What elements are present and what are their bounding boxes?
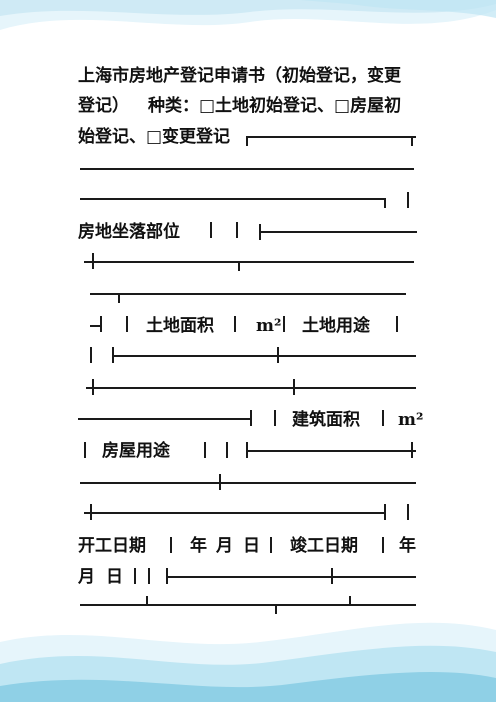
table-rule xyxy=(78,418,250,420)
table-rule xyxy=(86,387,416,389)
form-title-line-1: 上海市房地产登记申请书（初始登记，变更 xyxy=(78,66,401,86)
table-rule xyxy=(219,474,221,490)
table-rule xyxy=(226,442,228,458)
building-area-unit: m² xyxy=(398,410,424,430)
table-rule xyxy=(166,576,416,578)
table-rule xyxy=(238,261,240,271)
start-date-day: 日 xyxy=(243,536,260,556)
table-rule xyxy=(90,504,92,520)
table-rule xyxy=(331,568,333,584)
table-rule xyxy=(234,316,236,332)
table-rule xyxy=(246,136,248,146)
form-title-line-3: 始登记、□变更登记 xyxy=(78,127,231,147)
field-location-label: 房地坐落部位 xyxy=(78,222,180,242)
finish-date-year: 年 xyxy=(399,536,416,556)
table-rule xyxy=(84,261,414,263)
table-rule xyxy=(396,316,398,332)
table-rule xyxy=(80,168,414,170)
table-rule xyxy=(84,442,86,458)
table-rule xyxy=(236,222,238,238)
table-rule xyxy=(134,568,136,584)
table-rule xyxy=(80,604,416,606)
field-land-use-label: 土地用途 xyxy=(302,316,370,336)
table-rule xyxy=(384,198,386,208)
table-rule xyxy=(92,379,94,395)
table-rule xyxy=(382,537,384,553)
table-rule xyxy=(411,442,413,458)
table-rule xyxy=(112,355,416,357)
table-rule xyxy=(80,482,416,484)
table-rule xyxy=(250,410,252,426)
table-rule xyxy=(210,222,212,238)
table-rule xyxy=(411,136,413,146)
table-rule xyxy=(92,253,94,269)
form-title-line-2b: 种类：□土地初始登记、□房屋初 xyxy=(148,96,402,116)
start-date-year: 年 xyxy=(190,536,207,556)
table-rule xyxy=(349,596,351,604)
table-rule xyxy=(293,379,295,395)
field-start-date-label: 开工日期 xyxy=(78,536,146,556)
table-rule xyxy=(270,537,272,553)
field-finish-date-label: 竣工日期 xyxy=(290,536,358,556)
table-rule xyxy=(90,293,406,295)
table-rule xyxy=(146,596,148,604)
table-rule xyxy=(170,537,172,553)
footer-wave-decoration xyxy=(0,622,496,702)
table-rule xyxy=(84,512,386,514)
table-rule xyxy=(283,316,285,332)
table-rule xyxy=(126,316,128,332)
table-rule xyxy=(148,568,150,584)
table-rule xyxy=(407,504,409,520)
table-rule xyxy=(204,442,206,458)
field-house-use-label: 房屋用途 xyxy=(102,441,170,461)
field-building-area-label: 建筑面积 xyxy=(292,410,360,430)
table-rule xyxy=(246,136,416,138)
table-rule xyxy=(259,231,417,233)
start-date-month: 月 xyxy=(216,536,233,556)
header-wave-decoration xyxy=(0,0,496,30)
land-area-unit: m² xyxy=(256,316,282,336)
table-rule xyxy=(382,410,384,426)
form-title-line-2a: 登记） xyxy=(78,96,129,116)
finish-date-month: 月 xyxy=(78,567,95,587)
finish-date-day: 日 xyxy=(106,567,123,587)
table-rule xyxy=(275,604,277,614)
table-rule xyxy=(100,316,102,332)
field-land-area-label: 土地面积 xyxy=(146,316,214,336)
table-rule xyxy=(80,198,386,200)
table-rule xyxy=(407,192,409,208)
table-rule xyxy=(274,410,276,426)
table-rule xyxy=(90,347,92,363)
table-rule xyxy=(246,450,416,452)
table-rule xyxy=(90,325,100,327)
table-rule xyxy=(277,347,279,363)
table-rule xyxy=(118,293,120,303)
table-rule xyxy=(384,504,386,520)
